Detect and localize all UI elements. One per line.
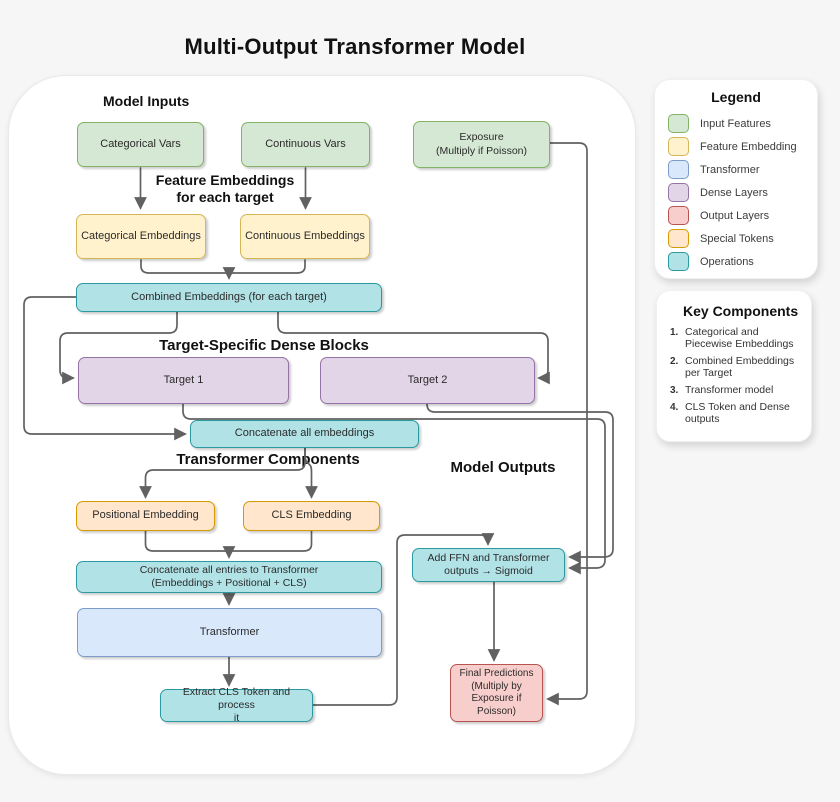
page-title: Multi-Output Transformer Model <box>184 34 526 59</box>
arrow-extractcls-to-addffn <box>312 533 495 706</box>
node-cls-embedding: CLS Embedding <box>243 501 380 531</box>
heading-model-outputs: Model Outputs <box>450 459 556 476</box>
arrow-exposure-to-finalpred <box>546 142 588 706</box>
color-swatch-feature-embedding <box>668 137 689 156</box>
color-swatch-special-tokens <box>668 229 689 248</box>
heading-model-inputs: Model Inputs <box>103 93 190 109</box>
item-text: Categorical and Piecewise Embeddings <box>685 326 794 351</box>
node-categorical-vars: Categorical Vars <box>77 122 204 167</box>
item-text: CLS Token and Dense outputs <box>685 401 790 426</box>
item-number: 2. <box>670 356 679 368</box>
line-clsemb-merge <box>228 530 313 552</box>
node-target-2: Target 2 <box>320 357 535 404</box>
key-components-title: Key Components <box>683 303 799 319</box>
key-component-item: 4. CLS Token and Dense outputs <box>657 401 811 425</box>
legend-card: Legend Input Features Feature Embedding … <box>654 79 818 279</box>
node-extract-cls: Extract CLS Token and process it <box>160 686 313 724</box>
color-swatch-operations <box>668 252 689 271</box>
arrow-target1-to-addffn <box>182 403 606 575</box>
legend-items: Input Features Feature Embedding Transfo… <box>655 112 817 273</box>
color-swatch-input-features <box>668 114 689 133</box>
node-exposure: Exposure (Multiply if Poisson) <box>413 121 550 168</box>
node-continuous-vars: Continuous Vars <box>241 122 370 167</box>
arrow-combined-to-target1 <box>59 311 178 385</box>
node-concatenate-embeddings: Concatenate all embeddings <box>190 420 419 448</box>
node-categorical-embeddings: Categorical Embeddings <box>76 214 206 259</box>
legend-label: Output Layers <box>700 209 770 222</box>
node-continuous-embeddings: Continuous Embeddings <box>240 214 370 259</box>
legend-item: Input Features <box>655 112 817 135</box>
node-transformer: Transformer <box>77 608 382 657</box>
item-number: 4. <box>670 402 679 414</box>
item-number: 3. <box>670 385 679 397</box>
node-combined-embeddings: Combined Embeddings (for each target) <box>76 283 382 312</box>
heading-feature-embeddings: Feature Embeddings for each target <box>155 172 295 205</box>
legend-label: Operations <box>700 255 754 268</box>
legend-item: Operations <box>655 250 817 273</box>
node-add-ffn: Add FFN and Transformer outputs → Sigmoi… <box>412 548 565 582</box>
legend-item: Transformer <box>655 158 817 181</box>
color-swatch-output-layers <box>668 206 689 225</box>
legend-label: Dense Layers <box>700 186 768 199</box>
arrow-combined-to-concat <box>23 296 187 441</box>
arrow-combined-to-target2 <box>277 311 550 385</box>
legend-title: Legend <box>711 89 761 105</box>
node-target-1: Target 1 <box>78 357 289 404</box>
line-posemb-merge <box>144 530 230 552</box>
heading-transformer-components: Transformer Components <box>176 451 360 468</box>
arrow-target2-to-addffn <box>426 403 614 564</box>
node-final-predictions: Final Predictions (Multiply by Exposure … <box>450 664 543 722</box>
legend-item: Dense Layers <box>655 181 817 204</box>
legend-item: Feature Embedding <box>655 135 817 158</box>
color-swatch-dense-layers <box>668 183 689 202</box>
line-contemb-merge <box>228 259 306 274</box>
arrow-concat-to-cls <box>304 447 318 499</box>
heading-dense-blocks: Target-Specific Dense Blocks <box>159 337 369 354</box>
legend-item: Special Tokens <box>655 227 817 250</box>
line-catemb-merge <box>140 259 230 274</box>
legend-label: Transformer <box>700 163 760 176</box>
key-components-card: Key Components 1. Categorical and Piecew… <box>656 290 812 442</box>
key-component-item: 1. Categorical and Piecewise Embeddings <box>657 326 811 350</box>
color-swatch-transformer <box>668 160 689 179</box>
node-positional-embedding: Positional Embedding <box>76 501 215 531</box>
legend-label: Feature Embedding <box>700 140 797 153</box>
node-concatenate-entries: Concatenate all entries to Transformer (… <box>76 561 382 593</box>
arrow-concat-to-positional <box>139 447 306 499</box>
item-text: Combined Embeddings per Target <box>685 355 795 380</box>
legend-item: Output Layers <box>655 204 817 227</box>
key-component-item: 3. Transformer model <box>657 384 811 396</box>
legend-label: Special Tokens <box>700 232 774 245</box>
item-number: 1. <box>670 327 679 338</box>
item-text: Transformer model <box>685 384 774 397</box>
key-component-item: 2. Combined Embeddings per Target <box>657 355 811 379</box>
legend-label: Input Features <box>700 117 771 130</box>
